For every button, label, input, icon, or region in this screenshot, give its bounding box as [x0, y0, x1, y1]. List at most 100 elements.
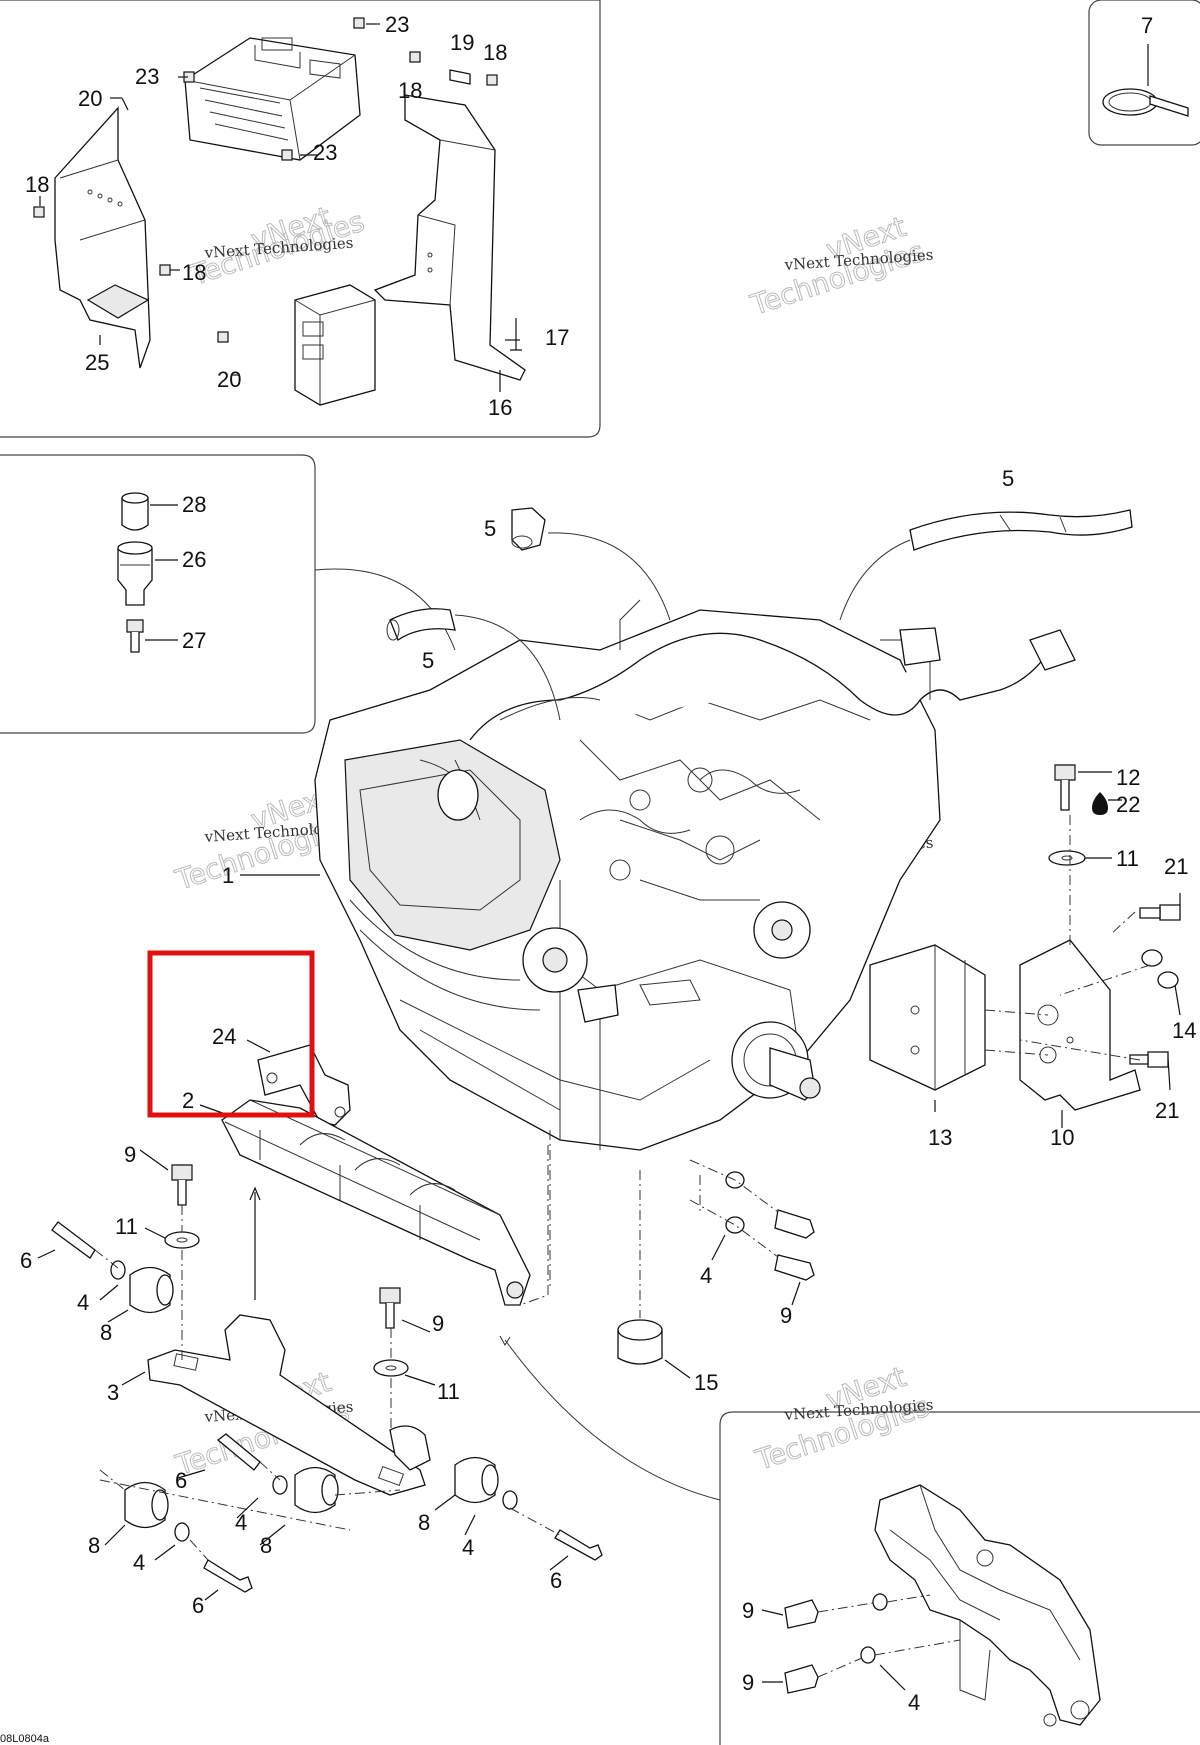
washer-11-left-2 — [373, 1359, 409, 1377]
engine-assembly — [314, 609, 941, 1151]
washer-11-left-1 — [164, 1231, 200, 1249]
hose-5-top — [909, 509, 1133, 551]
callout-6: 6 — [550, 1568, 562, 1593]
callout-8: 8 — [100, 1320, 112, 1345]
leaders-right — [934, 771, 1181, 1128]
callout-18: 18 — [398, 78, 422, 103]
callout-5: 5 — [1002, 466, 1014, 491]
crossmember-3 — [147, 1314, 431, 1496]
bolt-9-left-2 — [379, 1287, 401, 1329]
axis-lines-engine — [549, 1130, 779, 1318]
watermark-1: Technologies vNext vNext Technologies — [186, 199, 369, 292]
callout-4: 4 — [908, 1690, 920, 1715]
inset-frame-bracket — [719, 1411, 1200, 1745]
callout-21: 21 — [1155, 1098, 1179, 1123]
fuse-box — [184, 37, 361, 161]
bracket-10 — [1019, 939, 1141, 1111]
callout-6: 6 — [192, 1593, 204, 1618]
callout-27: 27 — [182, 628, 206, 653]
bolt-9-left-1 — [171, 1164, 193, 1206]
callout-25: 25 — [85, 350, 109, 375]
callout-18: 18 — [182, 260, 206, 285]
callout-4: 4 — [235, 1510, 247, 1535]
drop-icon-22 — [1092, 792, 1108, 815]
callout-8: 8 — [418, 1510, 430, 1535]
callout-22: 22 — [1116, 792, 1140, 817]
washers-4-left — [110, 1260, 518, 1542]
heat-shield-24 — [257, 1044, 351, 1126]
callout-24: 24 — [212, 1024, 236, 1049]
drawing-code: 08L0804a — [0, 1733, 50, 1745]
callout-6: 6 — [20, 1248, 32, 1273]
axis-line-rail — [519, 1145, 549, 1306]
callout-5: 5 — [484, 516, 496, 541]
bolt-12 — [1054, 764, 1076, 811]
relay-module — [294, 284, 376, 406]
bolts-9-engine — [774, 1209, 815, 1281]
axis-lines-bracket — [817, 1594, 961, 1678]
callout-11: 11 — [115, 1214, 138, 1239]
hose-5-middle — [386, 608, 456, 641]
callout-17: 17 — [545, 325, 569, 350]
leader-hose-upper — [547, 532, 671, 621]
leader-hose-top — [839, 539, 911, 621]
sleeve-26 — [117, 541, 153, 606]
wiring-harness — [469, 599, 1076, 741]
callout-12: 12 — [1116, 765, 1140, 790]
watermark-6: Technologies vNext vNext Technologies — [751, 1359, 934, 1477]
mount-rail-2 — [221, 1099, 531, 1306]
axis-lines-right — [984, 815, 1151, 1061]
callout-14: 14 — [1172, 1018, 1196, 1043]
callout-11: 11 — [1116, 846, 1139, 871]
callout-4: 4 — [700, 1263, 712, 1288]
bushings-8 — [124, 1266, 499, 1529]
callout-9: 9 — [124, 1142, 136, 1167]
leader-lines-inset1 — [39, 23, 520, 392]
left-bracket-25 — [54, 106, 151, 369]
right-bracket-16 — [373, 94, 526, 381]
callout-6: 6 — [175, 1468, 187, 1493]
callout-23: 23 — [313, 140, 337, 165]
callout-13: 13 — [928, 1125, 952, 1150]
callout-9: 9 — [432, 1311, 444, 1336]
callout-11: 11 — [437, 1379, 460, 1404]
cap-28 — [121, 492, 149, 531]
bracket-hardware — [784, 1593, 888, 1694]
leaders-left — [37, 1149, 569, 1601]
cable-tie-7 — [1102, 44, 1189, 117]
watermark-2: Technologies vNext vNext Technologies — [746, 209, 934, 322]
engine-bracket — [874, 1484, 1101, 1727]
callout-18: 18 — [483, 40, 507, 65]
bolts-21 — [1129, 904, 1181, 1068]
callout-28: 28 — [182, 492, 206, 517]
bolt-27 — [126, 619, 144, 653]
callout-2: 2 — [182, 1088, 194, 1113]
washers-4-engine — [725, 1171, 745, 1234]
callout-26: 26 — [182, 547, 206, 572]
callout-21: 21 — [1164, 854, 1188, 879]
inset-pointer-line — [314, 568, 456, 651]
nuts-14 — [1141, 949, 1179, 989]
callout-9: 9 — [780, 1303, 792, 1328]
callout-3: 3 — [107, 1380, 119, 1405]
callout-15: 15 — [694, 1370, 718, 1395]
callout-23: 23 — [135, 64, 159, 89]
leaders-engine — [664, 1234, 801, 1379]
inset-frame-mount-kit — [0, 454, 316, 734]
callout-23: 23 — [385, 12, 409, 37]
washer-11-right — [1048, 850, 1086, 866]
damper-15 — [617, 1319, 663, 1365]
axis-lines-left — [94, 1205, 561, 1561]
pointer-to-bracket-inset — [499, 1335, 721, 1501]
callout-16: 16 — [488, 395, 512, 420]
callout-9: 9 — [742, 1598, 754, 1623]
callout-9: 9 — [742, 1670, 754, 1695]
callout-4: 4 — [462, 1535, 474, 1560]
callout-1: 1 — [222, 863, 234, 888]
callout-4: 4 — [133, 1550, 145, 1575]
hose-5-upper — [511, 507, 546, 551]
inset-frame-fuse-box — [0, 0, 601, 438]
callout-8: 8 — [260, 1533, 272, 1558]
callout-5: 5 — [422, 648, 434, 673]
